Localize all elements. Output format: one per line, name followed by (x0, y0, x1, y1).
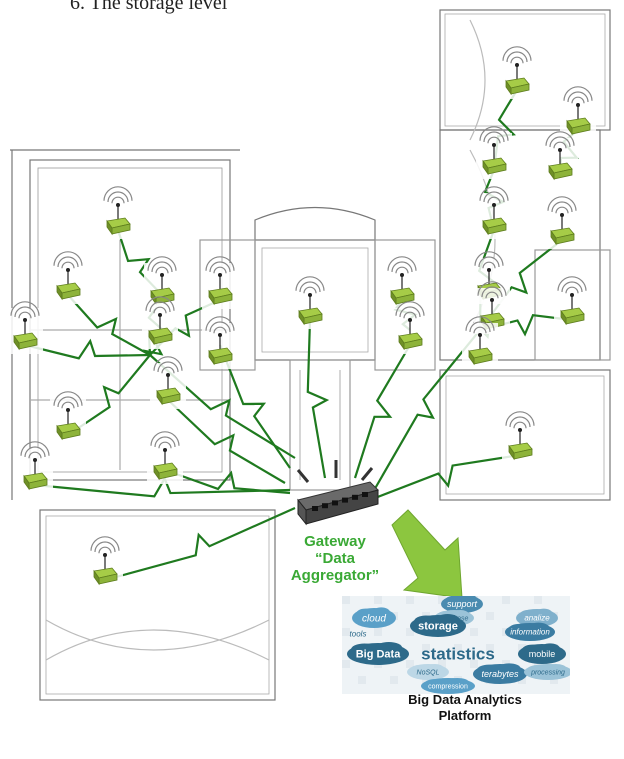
link-mid-4 (104, 506, 296, 582)
sensor-node (392, 301, 428, 354)
platform-label-line2: Platform (438, 708, 492, 723)
sensor-node (554, 276, 590, 329)
link-lefthub-gateway (149, 354, 296, 459)
link-center-1 (353, 344, 411, 479)
link-center-0 (306, 319, 330, 479)
sensor-node (292, 276, 328, 329)
gateway-router (296, 460, 379, 526)
word-cloud-word: processing (530, 669, 565, 676)
link-mid-0 (218, 344, 291, 469)
router-port (352, 494, 358, 500)
word-cloud-word: storage (418, 621, 458, 633)
sensor-node (50, 391, 86, 444)
link-mid-1 (167, 399, 286, 484)
router-antenna-icon (360, 467, 374, 481)
link-righthub-gateway (372, 329, 481, 493)
sensor-node (147, 431, 183, 484)
word-cloud-item: mobile (518, 643, 566, 664)
word-cloud-item: compression (421, 678, 475, 694)
word-cloud-word: information (510, 628, 550, 637)
word-cloud-word: Big Data (356, 649, 402, 661)
sensor-node (542, 131, 578, 184)
sensor-node (384, 256, 420, 309)
platform-label: Big Data Analytics Platform (365, 692, 565, 724)
sensor-node (202, 316, 238, 369)
word-cloud-word: tools (350, 630, 367, 639)
word-cloud-word: NoSQL (417, 669, 440, 676)
word-cloud-item: analize (516, 608, 558, 627)
link-right-4 (374, 453, 521, 500)
gateway-label-line1: Gateway (304, 533, 366, 550)
link-mid-2 (164, 468, 291, 495)
sensor-node (100, 186, 136, 239)
router-port (362, 492, 368, 497)
sensor-node (142, 296, 178, 349)
word-cloud-word: mobile (529, 649, 556, 659)
router-port (312, 506, 318, 511)
sensor-node (502, 411, 538, 464)
header-text-fragment: 6. The storage level (70, 0, 228, 14)
gateway-label-line2: “Data (314, 550, 355, 567)
word-cloud-item: support (441, 596, 483, 613)
sensor-node (476, 126, 512, 179)
router-port (342, 497, 348, 503)
platform-label-line1: Big Data Analytics (408, 692, 522, 707)
router-port (322, 503, 328, 509)
link-left-1 (24, 338, 151, 360)
word-cloud-word: compression (428, 683, 468, 690)
sensor-node (150, 356, 186, 409)
router-port (332, 500, 338, 506)
big-data-word-cloud: supportclouddatabaseanalizestorageinform… (342, 596, 570, 694)
sensor-node (476, 186, 512, 239)
sensor-node (462, 316, 498, 369)
word-cloud-item: storage (410, 614, 466, 637)
sensor-node (560, 86, 596, 139)
sensor-node (544, 196, 580, 249)
sensor-node (50, 251, 86, 304)
gateway-label: Gateway “Data Aggregator” (280, 533, 390, 584)
word-cloud-word: cloud (362, 613, 386, 624)
word-cloud-word: support (447, 599, 478, 609)
word-cloud-item: statistics (421, 645, 495, 664)
word-cloud-item: processing (524, 664, 570, 680)
sensor-node (87, 536, 123, 589)
word-cloud-item: information (505, 622, 555, 641)
router-antenna-icon (296, 469, 310, 483)
word-cloud-item: cloud (352, 607, 396, 628)
sensor-nodes (7, 46, 596, 589)
word-cloud-item: tools (350, 630, 367, 639)
arrow-down-right-icon (391, 509, 463, 599)
word-cloud-item: terabytes (473, 663, 527, 684)
link-left-0 (67, 294, 151, 356)
word-cloud-word: terabytes (481, 669, 519, 679)
data-flow-arrow (391, 509, 463, 599)
sensor-node (7, 301, 43, 354)
sensor-node (499, 46, 535, 99)
sensor-node (17, 441, 53, 494)
word-cloud-item: NoSQL (407, 664, 449, 680)
link-left-5 (67, 354, 151, 436)
word-cloud-word: statistics (421, 645, 495, 664)
word-cloud-word: analize (524, 614, 550, 623)
word-cloud-item: Big Data (347, 642, 409, 665)
sensor-node (202, 256, 238, 309)
gateway-label-line3: Aggregator” (290, 567, 380, 584)
